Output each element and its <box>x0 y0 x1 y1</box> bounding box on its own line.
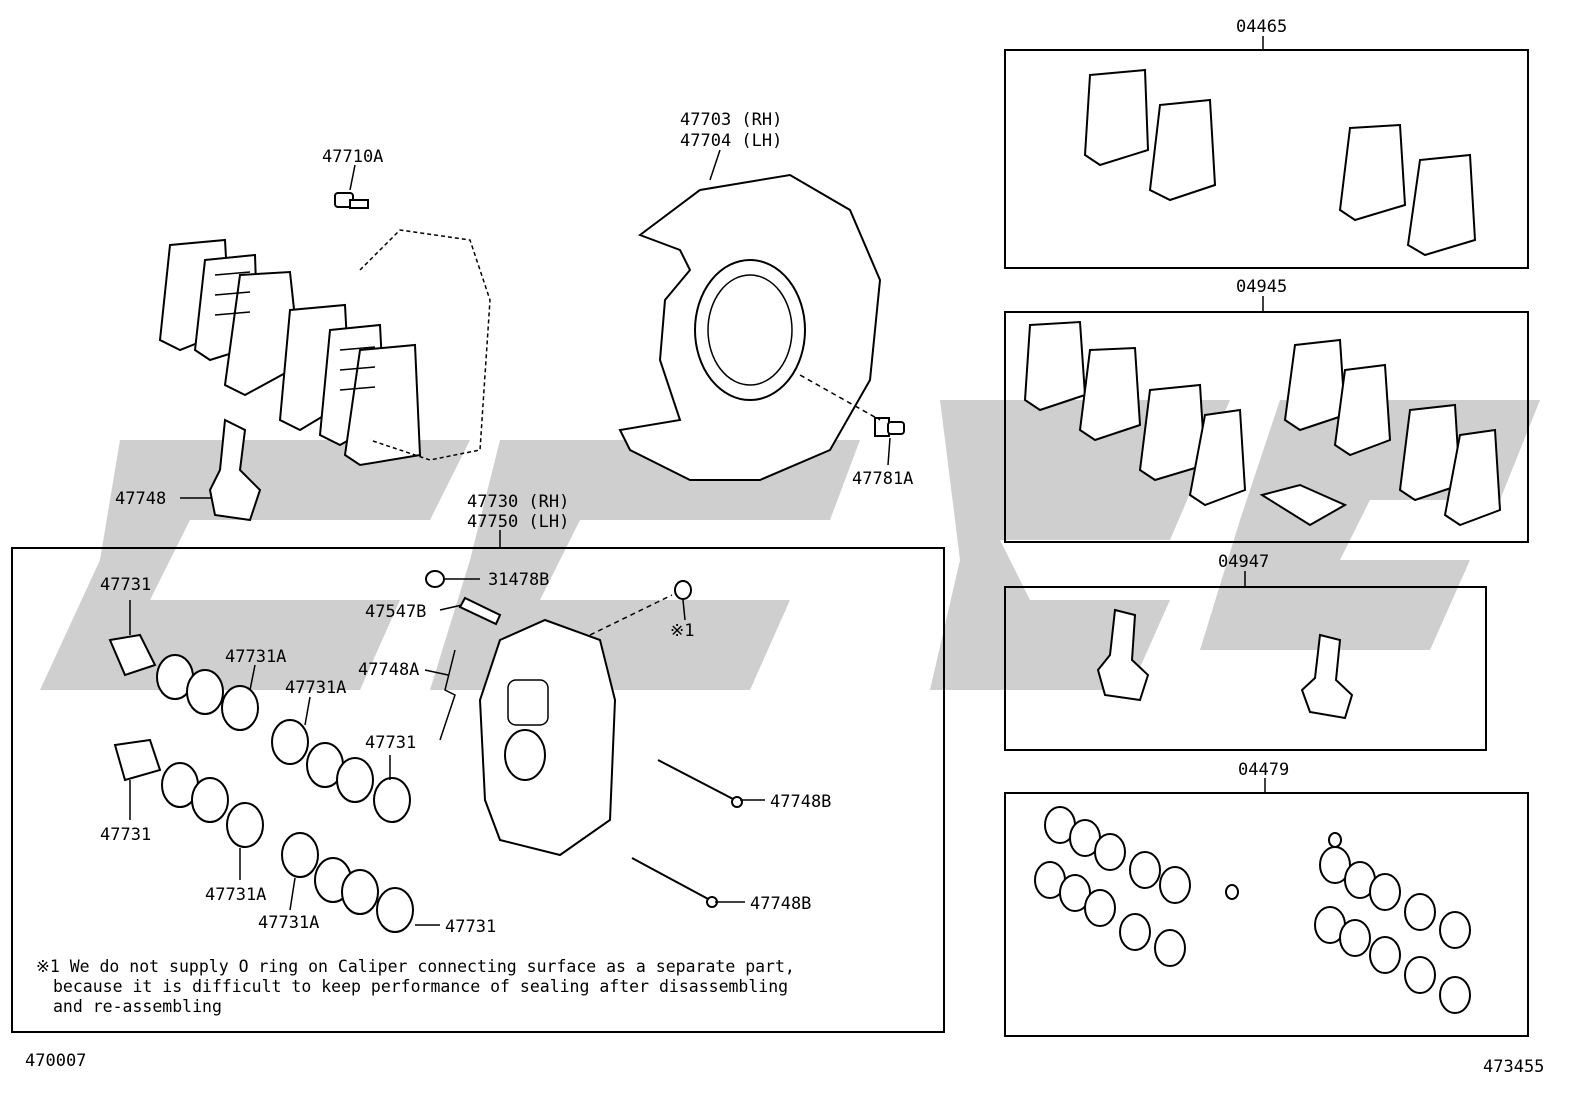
o-ring-note-part <box>674 580 692 600</box>
dust-cover-illustration <box>618 173 882 481</box>
kit-label-04945: 04945 <box>1236 277 1287 297</box>
label-47731-bottom: 47731 <box>445 917 496 937</box>
label-47731A-lower-2: 47731A <box>258 913 319 933</box>
caliper-body-illustration <box>478 594 673 857</box>
bolt-47710A <box>334 192 369 209</box>
piston-seals-illustration <box>108 633 414 933</box>
label-47547B: 47547B <box>365 602 426 622</box>
label-47748: 47748 <box>115 489 166 509</box>
label-31478B: 31478B <box>488 570 549 590</box>
caliper-ghost-outline <box>359 229 491 461</box>
label-47750-lh: 47750 (LH) <box>467 512 569 532</box>
label-47710A: 47710A <box>322 147 383 167</box>
label-47703-rh: 47703 (RH) <box>680 110 782 130</box>
label-47731A-lower-1: 47731A <box>205 885 266 905</box>
kit-04479-box <box>1004 792 1529 1037</box>
label-47781A: 47781A <box>852 469 913 489</box>
clip-47748 <box>208 418 262 522</box>
label-47731-left: 47731 <box>100 825 151 845</box>
label-47731-top: 47731 <box>100 575 151 595</box>
bleeder-parts <box>425 570 502 741</box>
leader-lines <box>129 36 1266 926</box>
bolt-47781A <box>799 374 905 437</box>
kit-04945-pads <box>1023 320 1502 527</box>
footer-code-left: 470007 <box>25 1051 86 1071</box>
label-47748A: 47748A <box>358 660 419 680</box>
footer-code-right: 473455 <box>1483 1057 1544 1077</box>
label-47731A-upper-2: 47731A <box>285 678 346 698</box>
kit-label-04465: 04465 <box>1236 17 1287 37</box>
label-47731-right: 47731 <box>365 733 416 753</box>
kit-04479-seals <box>1034 806 1471 1014</box>
kit-04465-pads <box>1083 68 1477 257</box>
caliper-assembly-box <box>11 547 945 1033</box>
pins-47748B <box>631 759 743 908</box>
kit-04465-box <box>1004 49 1529 269</box>
label-47730-rh: 47730 (RH) <box>467 492 569 512</box>
label-47704-lh: 47704 (LH) <box>680 131 782 151</box>
label-47748B-lower: 47748B <box>750 894 811 914</box>
note-line-3: and re-assembling <box>53 997 222 1016</box>
label-47731A-upper-1: 47731A <box>225 647 286 667</box>
note-line-1: ※1 We do not supply O ring on Caliper co… <box>36 957 795 976</box>
note-line-2: because it is difficult to keep performa… <box>53 977 788 996</box>
kit-04947-clips <box>1096 608 1354 720</box>
kit-label-04479: 04479 <box>1238 760 1289 780</box>
label-47748B-upper: 47748B <box>770 792 831 812</box>
brake-pads-illustration <box>158 238 422 467</box>
label-note-ref-1: ※1 <box>670 621 694 641</box>
kit-04945-box <box>1004 311 1529 543</box>
kit-label-04947: 04947 <box>1218 552 1269 572</box>
